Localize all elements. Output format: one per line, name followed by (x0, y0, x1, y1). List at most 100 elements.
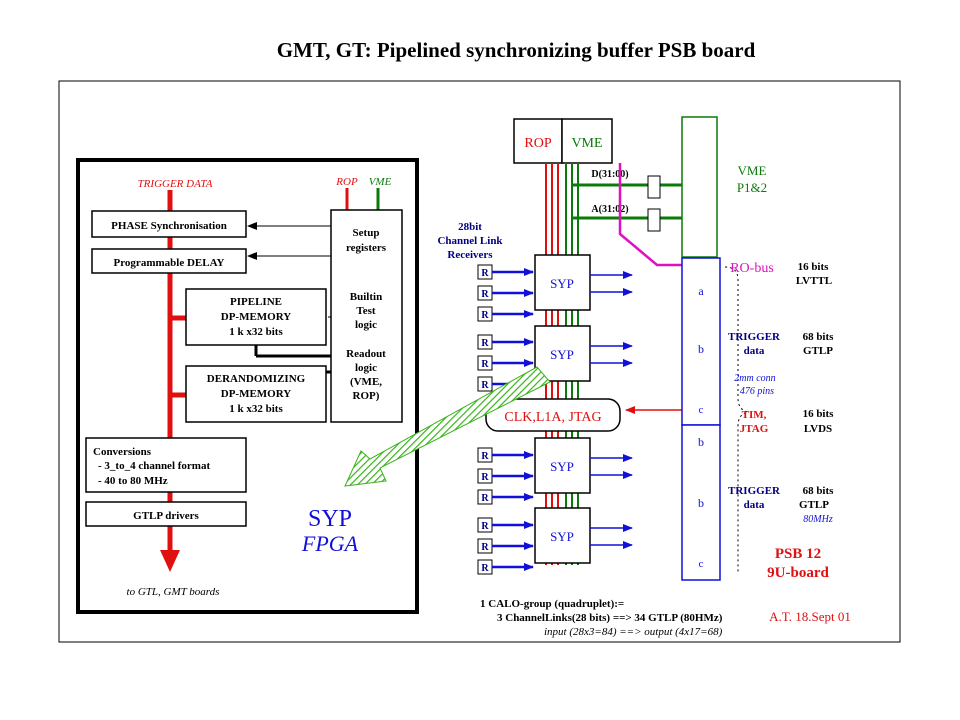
trigger-data-1-line-2: data (744, 345, 765, 357)
receiver-label: R (481, 542, 489, 553)
builtin-line-3: logic (355, 319, 377, 331)
builtin-line-2: Test (356, 305, 375, 317)
zoom-arrow (344, 366, 551, 487)
gtlp-drivers-box (85, 501, 247, 527)
derandomizing-line-2: DP-MEMORY (221, 388, 292, 400)
receiver-label: R (481, 338, 489, 349)
footer-line-1: 1 CALO-group (quadruplet):= (480, 598, 624, 610)
a-bus-buffer (647, 208, 661, 232)
vme-p1p2-connector (681, 116, 718, 258)
syp-chip-3 (534, 437, 591, 494)
psb-board-block: ROP VME VME P1&2 D(31:00) A(31:02) 28bit… (437, 116, 851, 638)
derandomizing-line-3: 1 k x32 bits (229, 403, 283, 415)
slide-title: GMT, GT: Pipelined synchronizing buffer … (276, 38, 756, 62)
conversions-line-2: - 3_to_4 channel format (98, 460, 210, 472)
conn-letter-b3: b (698, 496, 704, 510)
clk-label: CLK,L1A, JTAG (504, 410, 601, 425)
vme-box (561, 118, 613, 164)
readout-line-1: Readout (346, 348, 386, 360)
receivers-line-1: 28bit (458, 221, 482, 233)
tim-jtag-bits: 16 bits (803, 408, 835, 420)
rop-label-right: ROP (524, 136, 551, 151)
a-bus-label: A(31:02) (591, 204, 628, 215)
ro-bus-label: RO-bus (730, 261, 774, 276)
clk-box (485, 398, 621, 432)
pipeline-line-2: DP-MEMORY (221, 311, 292, 323)
trigger-data-2-std: GTLP (799, 499, 829, 511)
rop-box (513, 118, 563, 164)
receivers-line-2: Channel Link (437, 235, 503, 247)
syp-output-arrows (590, 271, 633, 549)
conn-note-line-2: 476 pins (740, 386, 774, 397)
prog-delay-label: Programmable DELAY (114, 257, 225, 269)
conversions-line-3: - 40 to 80 MHz (98, 475, 168, 487)
conn-letter-c: c (699, 404, 704, 416)
trigger-data-1-line-1: TRIGGER (728, 331, 781, 343)
conn-letter-c2: c (699, 558, 704, 570)
ro-bus-std: LVTTL (796, 275, 832, 287)
phase-sync-box (91, 210, 247, 238)
trigger-data-2-line-1: TRIGGER (728, 485, 781, 497)
receiver-label: R (481, 289, 489, 300)
conversions-line-1: Conversions (93, 446, 152, 458)
d-bus-label: D(31:00) (591, 169, 628, 180)
receiver-label: R (481, 268, 489, 279)
trigger-data-2-line-2: data (744, 499, 765, 511)
derandomizing-line-1: DERANDOMIZING (207, 373, 306, 385)
syp-fpga-line-1: SYP (308, 506, 352, 532)
setup-line-2: registers (346, 242, 387, 254)
conversions-box (85, 437, 247, 493)
tim-jtag-line-1: TIM, (742, 409, 767, 421)
syp-chip-3-label: SYP (550, 459, 574, 474)
psb-line-1: PSB 12 (775, 546, 821, 562)
trigger-data-2-note: 80MHz (803, 514, 833, 525)
syp-chip-1-label: SYP (550, 276, 574, 291)
ro-bus-bits: 16 bits (798, 261, 830, 273)
gtlp-drivers-label: GTLP drivers (133, 510, 199, 522)
tim-jtag-line-2: JTAG (740, 423, 769, 435)
syp-chip-2-label: SYP (550, 347, 574, 362)
trigger-data-1-std: GTLP (803, 345, 833, 357)
vme-label-left: VME (369, 176, 392, 188)
trigger-output-arrow (160, 550, 180, 572)
pipeline-line-1: PIPELINE (230, 296, 282, 308)
syp-chip-2 (534, 325, 591, 382)
conn-letter-a: a (698, 284, 704, 298)
trigger-data-label: TRIGGER DATA (138, 178, 213, 190)
readout-line-3: (VME, (350, 376, 382, 388)
control-block (330, 209, 403, 423)
phase-sync-label: PHASE Synchronisation (111, 220, 227, 232)
derandomizing-box (185, 365, 327, 423)
footer-line-3: input (28x3=84) ==> output (4x17=68) (544, 626, 723, 638)
trigger-data-2-bits: 68 bits (803, 485, 835, 497)
readout-line-2: logic (355, 362, 377, 374)
receiver-label: R (481, 493, 489, 504)
syp-chip-4 (534, 507, 591, 564)
receivers-line-3: Receivers (447, 249, 493, 261)
board-connector-upper (681, 257, 721, 426)
receiver-label: R (481, 359, 489, 370)
builtin-line-1: Builtin (350, 291, 382, 303)
fpga-detail-block: TRIGGER DATA ROP VME PHASE Synchronisati… (76, 158, 419, 614)
pipeline-line-3: 1 k x32 bits (229, 326, 283, 338)
vme-p-line-2: P1&2 (737, 180, 767, 195)
conn-note-line-1: 2mm conn (734, 373, 775, 384)
board-connector-lower (681, 424, 721, 581)
conn-letter-b: b (698, 342, 704, 356)
d-bus-buffer (647, 175, 661, 199)
vme-p-line-1: VME (738, 163, 767, 178)
setup-line-1: Setup (353, 227, 380, 239)
syp-fpga-line-2: FPGA (301, 531, 359, 556)
prog-delay-box (91, 248, 247, 274)
receiver-label: R (481, 380, 489, 391)
receiver-label: R (481, 451, 489, 462)
trigger-data-1-bits: 68 bits (803, 331, 835, 343)
psb-line-2: 9U-board (767, 565, 829, 581)
connector-bracket-upper (724, 266, 749, 572)
author-label: A.T. 18.Sept 01 (769, 609, 851, 624)
receiver-label: R (481, 563, 489, 574)
footer-line-2: 3 ChannelLinks(28 bits) ==> 34 GTLP (80H… (497, 612, 723, 624)
zoom-arrow-shape (344, 366, 551, 487)
